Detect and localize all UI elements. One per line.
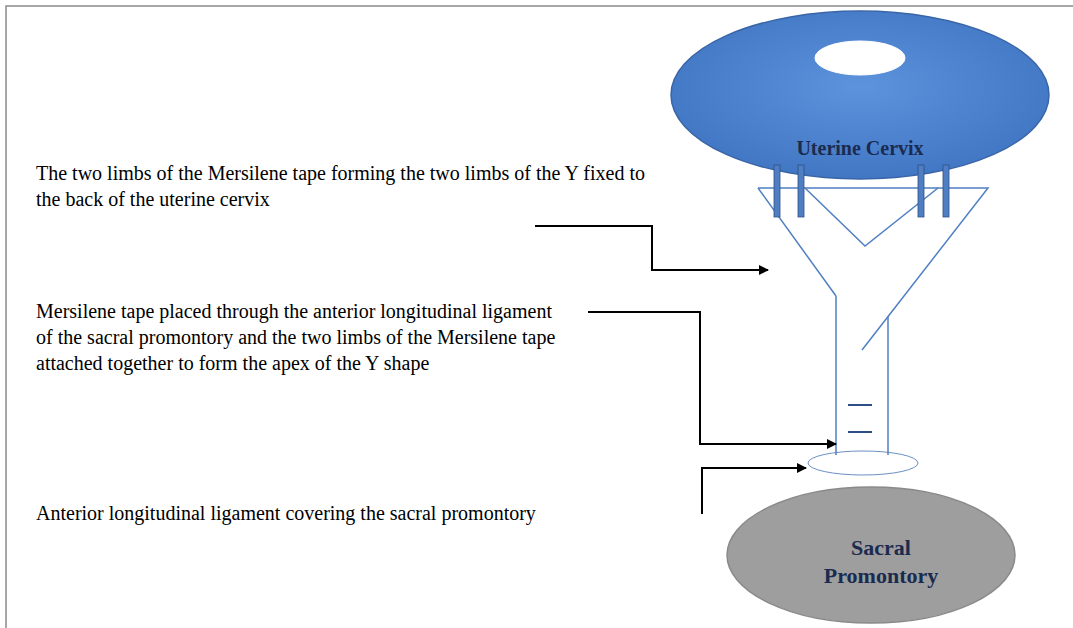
node-label: Uterine Cervix [796,136,923,161]
stem-stitches [848,405,872,432]
ellipse [671,11,1049,179]
ellipse [727,487,1015,623]
annotation-text: The two limbs of the Mersilene tape form… [36,160,646,212]
mersilene-tape [758,188,988,455]
frame [6,6,1073,628]
annotation-text: Mersilene tape placed through the anteri… [36,298,566,376]
leader-lines [535,226,836,514]
cervix-node: Uterine Cervix [670,10,1050,180]
annotation-text: Anterior longitudinal ligament covering … [36,500,736,526]
ligament-ellipse [808,451,918,475]
node-label: Sacral Promontory [811,534,951,589]
promontory-node: Sacral Promontory [726,486,1016,624]
cervical-os [815,41,905,75]
